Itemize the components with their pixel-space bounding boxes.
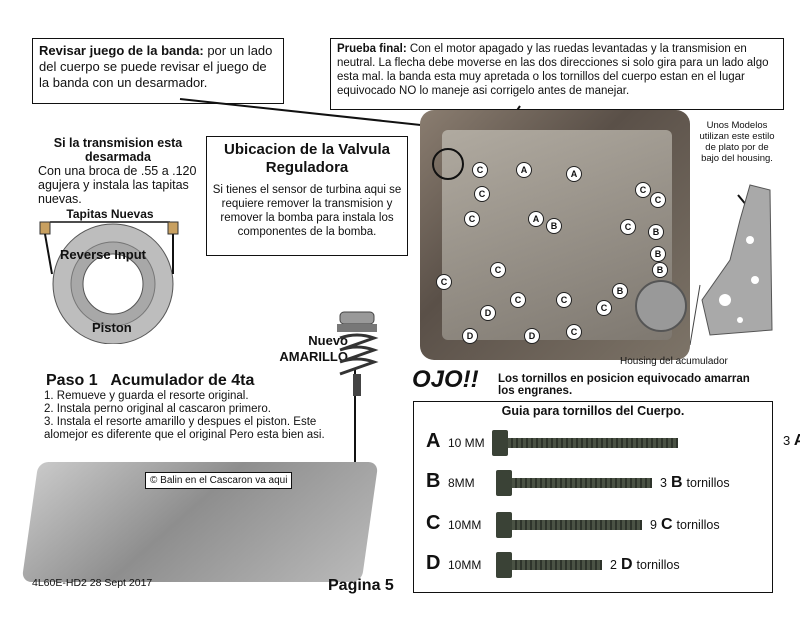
bolt-count-letter: B bbox=[670, 474, 683, 491]
bolt-size: 10MM bbox=[448, 518, 482, 532]
bolt-count-suffix: tornillos bbox=[676, 518, 720, 532]
bolt-size: 10MM bbox=[448, 558, 482, 572]
spring-piston-illustration bbox=[337, 311, 379, 396]
bolt-size: 8MM bbox=[448, 476, 475, 490]
tapitas-label: Tapitas Nuevas bbox=[66, 207, 154, 221]
regulator-valve-title: Ubicacion de la Valvula Reguladora bbox=[224, 141, 390, 176]
valve-bolt-tag: C bbox=[566, 324, 582, 340]
doc-id: 4L60E-HD2 28 Sept 2017 bbox=[32, 577, 153, 589]
bolt-letter: C bbox=[426, 512, 441, 534]
bolt-shank-graphic bbox=[512, 520, 642, 530]
accumulator-housing bbox=[635, 280, 687, 332]
valve-bolt-tag: B bbox=[652, 262, 668, 278]
piston-label: Piston bbox=[92, 320, 132, 335]
housing-label: Housing del acumulador bbox=[620, 356, 728, 367]
disassembled-title: Si la transmision esta desarmada bbox=[53, 136, 183, 164]
valve-bolt-tag: D bbox=[480, 305, 496, 321]
bolt-letter: D bbox=[426, 552, 441, 574]
bolt-size: 10 MM bbox=[448, 436, 485, 450]
bolt-head-graphic bbox=[496, 470, 512, 496]
final-test-text: Con el motor apagado y las ruedas levant… bbox=[337, 43, 769, 97]
valve-bolt-tag: D bbox=[524, 328, 540, 344]
bolt-count-number: 9 bbox=[650, 518, 657, 532]
paso1-step-2: 2. Instala perno original al cascaron pr… bbox=[44, 403, 271, 415]
reverse-input-piston-illustration bbox=[39, 221, 179, 344]
bolt-head-graphic bbox=[492, 430, 508, 456]
balin-label: © Balin en el Cascaron va aqui bbox=[145, 472, 293, 489]
disassembled-text: Con una broca de .55 a .120 agujera y in… bbox=[38, 164, 197, 206]
paso1-steps: 1. Remueve y guarda el resorte original.… bbox=[44, 390, 344, 442]
paso1-step-3: 3. Instala el resorte amarillo y despues… bbox=[44, 416, 325, 441]
valve-bolt-tag: C bbox=[596, 300, 612, 316]
valve-bolt-tag: C bbox=[510, 292, 526, 308]
valve-bolt-tag: B bbox=[650, 246, 666, 262]
bolt-head-graphic bbox=[496, 512, 512, 538]
valve-bolt-tag: B bbox=[612, 283, 628, 299]
valve-bolt-tag: C bbox=[464, 211, 480, 227]
plate-note: Unos Modelos utilizan este estilo de pla… bbox=[699, 120, 775, 164]
bolt-row-a-overflow: 3 A bbox=[783, 432, 800, 449]
plate-illustration bbox=[701, 184, 773, 336]
valve-bolt-tag: C bbox=[472, 162, 488, 178]
regulator-valve-box: Ubicacion de la Valvula Reguladora Si ti… bbox=[206, 136, 408, 256]
bolt-shank-graphic bbox=[508, 438, 678, 448]
bolt-count-suffix: tornillos bbox=[636, 558, 680, 572]
nuevo-amarillo-label: Nuevo AMARILLO bbox=[279, 333, 348, 364]
reverse-input-label: Reverse Input bbox=[60, 247, 146, 262]
ojo-text: Los tornillos en posicion equivocado ama… bbox=[498, 373, 750, 397]
disassembled-note: Si la transmision esta desarmada Con una… bbox=[38, 136, 198, 206]
bolt-count-suffix: tornillos bbox=[686, 476, 730, 490]
bolt-shank-graphic bbox=[512, 478, 652, 488]
valve-bolt-tag: C bbox=[635, 182, 651, 198]
valve-bolt-tag: C bbox=[620, 219, 636, 235]
ojo-title: OJO!! bbox=[412, 366, 479, 393]
page-number: Pagina 5 bbox=[328, 577, 394, 594]
valve-bolt-tag: C bbox=[650, 192, 666, 208]
bolt-shank-graphic bbox=[512, 560, 602, 570]
paso1-title: Paso 1 Acumulador de 4ta bbox=[46, 372, 255, 389]
bolt-count-letter: D bbox=[620, 556, 633, 573]
regulator-valve-circle bbox=[432, 148, 464, 180]
valve-bolt-tag: B bbox=[648, 224, 664, 240]
valve-bolt-tag: A bbox=[516, 162, 532, 178]
final-test-title: Prueba final: bbox=[337, 43, 407, 55]
paso1-step-1: 1. Remueve y guarda el resorte original. bbox=[44, 390, 249, 402]
bolt-letter: A bbox=[426, 430, 441, 452]
bolt-letter: B bbox=[426, 470, 441, 492]
valve-bolt-tag: C bbox=[474, 186, 490, 202]
valve-bolt-tag: C bbox=[436, 274, 452, 290]
band-check-note: Revisar juego de la banda: por un lado d… bbox=[32, 38, 284, 104]
band-check-text: por un lado del cuerpo se puede revisar … bbox=[39, 43, 273, 90]
valve-bolt-tag: A bbox=[528, 211, 544, 227]
valve-bolt-tag: D bbox=[462, 328, 478, 344]
valve-bolt-tag: A bbox=[566, 166, 582, 182]
final-test-note: Prueba final: Con el motor apagado y las… bbox=[330, 38, 784, 110]
bolt-head-graphic bbox=[496, 552, 512, 578]
bolt-count-number: 2 bbox=[610, 558, 617, 572]
bolt-count-number: 3 bbox=[660, 476, 667, 490]
valve-bolt-tag: B bbox=[546, 218, 562, 234]
bolt-guide-title: Guia para tornillos del Cuerpo. bbox=[501, 404, 685, 418]
valve-bolt-tag: C bbox=[490, 262, 506, 278]
regulator-valve-text: Si tienes el sensor de turbina aqui se r… bbox=[212, 184, 402, 238]
band-check-title: Revisar juego de la banda: bbox=[39, 43, 204, 58]
bolt-count-letter: C bbox=[660, 516, 673, 533]
valve-bolt-tag: C bbox=[556, 292, 572, 308]
bolt-row: A 10 MM bbox=[414, 428, 772, 464]
